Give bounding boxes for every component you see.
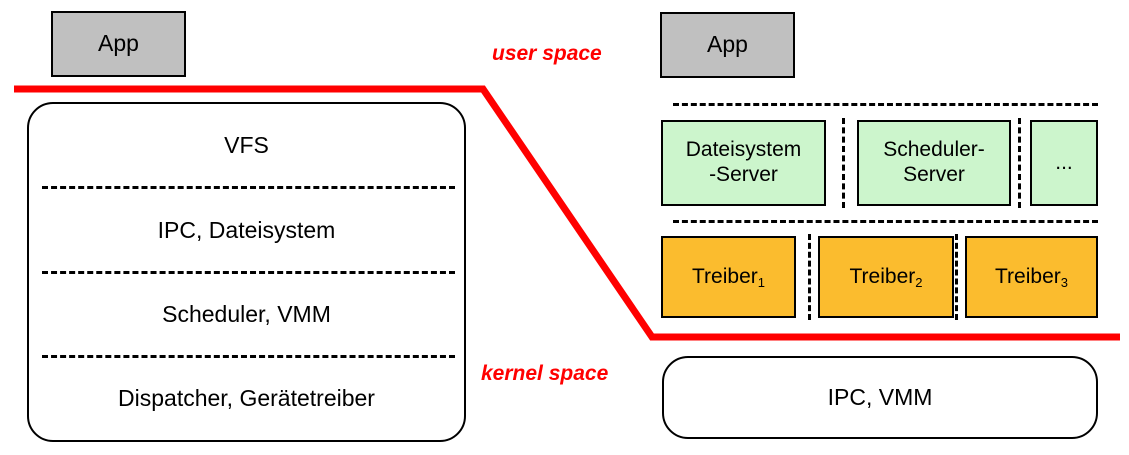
kernel-layer-ipc-dateisystem: IPC, Dateisystem	[157, 216, 336, 243]
driver-2-label: Treiber	[849, 264, 916, 288]
driver-divider-1	[808, 234, 811, 320]
right-app-box: App	[660, 12, 795, 78]
server-box-scheduler: Scheduler- Server	[857, 120, 1011, 206]
driver-3-index: 3	[1060, 274, 1068, 290]
driver-box-3: Treiber3	[965, 236, 1098, 318]
microkernel-box: IPC, VMM	[662, 356, 1098, 439]
user-space-label: user space	[492, 42, 602, 65]
driver-box-2: Treiber2	[818, 236, 954, 318]
server-box-more: ...	[1030, 120, 1098, 206]
driver-divider-2	[955, 234, 958, 320]
left-app-label: App	[98, 30, 139, 57]
server-divider-1	[842, 118, 845, 208]
kernel-layer-vfs: VFS	[224, 132, 269, 159]
driver-1-index: 1	[757, 274, 765, 290]
server-zone-bottom-divider	[673, 220, 1098, 223]
kernel-layer-divider-3	[42, 355, 455, 358]
driver-1-label: Treiber	[692, 264, 758, 288]
microkernel-label: IPC, VMM	[827, 383, 933, 410]
left-app-box: App	[51, 11, 186, 77]
driver-3-label: Treiber	[995, 264, 1061, 288]
driver-2-index: 2	[915, 274, 923, 290]
kernel-layer-divider-1	[42, 186, 455, 189]
kernel-layer-divider-2	[42, 271, 455, 274]
driver-box-1: Treiber1	[661, 236, 796, 318]
kernel-space-label: kernel space	[481, 362, 609, 385]
kernel-layer-dispatcher-geraetetreiber: Dispatcher, Gerätetreiber	[118, 384, 375, 411]
right-app-label: App	[707, 31, 748, 58]
server-box-dateisystem: Dateisystem -Server	[661, 120, 826, 206]
server-divider-2	[1018, 118, 1021, 208]
server-zone-top-divider	[673, 103, 1098, 106]
kernel-layer-scheduler-vmm: Scheduler, VMM	[162, 301, 331, 328]
